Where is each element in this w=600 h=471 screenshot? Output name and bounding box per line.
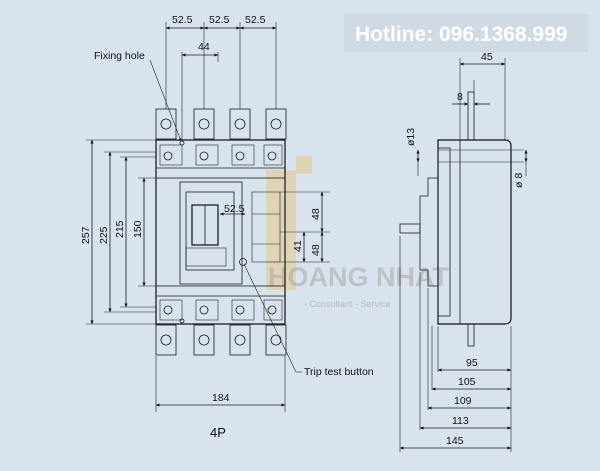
trip-test-button-icon xyxy=(239,258,247,266)
dim-48-b: 48 xyxy=(310,244,322,256)
dim-top-1: 52.5 xyxy=(172,14,193,26)
dim-dia-8: ø 8 xyxy=(513,173,525,188)
dim-top-3: 52.5 xyxy=(245,14,266,26)
hotline-banner xyxy=(344,14,588,52)
dim-45: 45 xyxy=(481,51,493,63)
dim-dia-13: ø13 xyxy=(405,128,417,146)
dim-113: 113 xyxy=(452,415,469,427)
watermark-name: HOANG NHAT xyxy=(268,262,449,292)
dim-top-2: 52.5 xyxy=(209,14,230,26)
dim-pitch: 44 xyxy=(198,41,210,53)
dim-215: 215 xyxy=(114,220,126,238)
dim-225: 225 xyxy=(98,226,110,244)
dim-48-a: 48 xyxy=(310,208,322,220)
dim-8: 8 xyxy=(457,91,463,103)
watermark-logo-icon xyxy=(266,170,296,290)
fixing-hole-icon xyxy=(179,140,185,146)
dim-184: 184 xyxy=(212,392,230,404)
dim-145: 145 xyxy=(446,435,464,447)
watermark-tagline: - Consultant - Service xyxy=(304,299,391,309)
dim-95: 95 xyxy=(466,357,478,369)
model-label: 4P xyxy=(210,425,226,440)
dim-inner-52-5: 52.5 xyxy=(224,203,245,215)
dim-150: 150 xyxy=(132,220,144,238)
dim-41: 41 xyxy=(292,240,304,252)
watermark: HOANG NHAT - Consultant - Service xyxy=(266,156,449,309)
trip-test-label: Trip test button xyxy=(304,366,374,378)
dim-109: 109 xyxy=(454,395,472,407)
front-view: 52.5 52.5 52.5 44 Fixing hole 257 225 21… xyxy=(80,14,374,440)
hotline-text: Hotline: 096.1368.999 xyxy=(355,23,567,46)
fixing-hole-label: Fixing hole xyxy=(94,50,145,62)
side-view: 45 8 ø13 ø 8 95 105 109 113 145 xyxy=(399,51,528,452)
top-terminals xyxy=(155,108,287,140)
bottom-terminals xyxy=(155,324,287,356)
dim-105: 105 xyxy=(458,376,476,388)
dim-257: 257 xyxy=(80,226,92,244)
